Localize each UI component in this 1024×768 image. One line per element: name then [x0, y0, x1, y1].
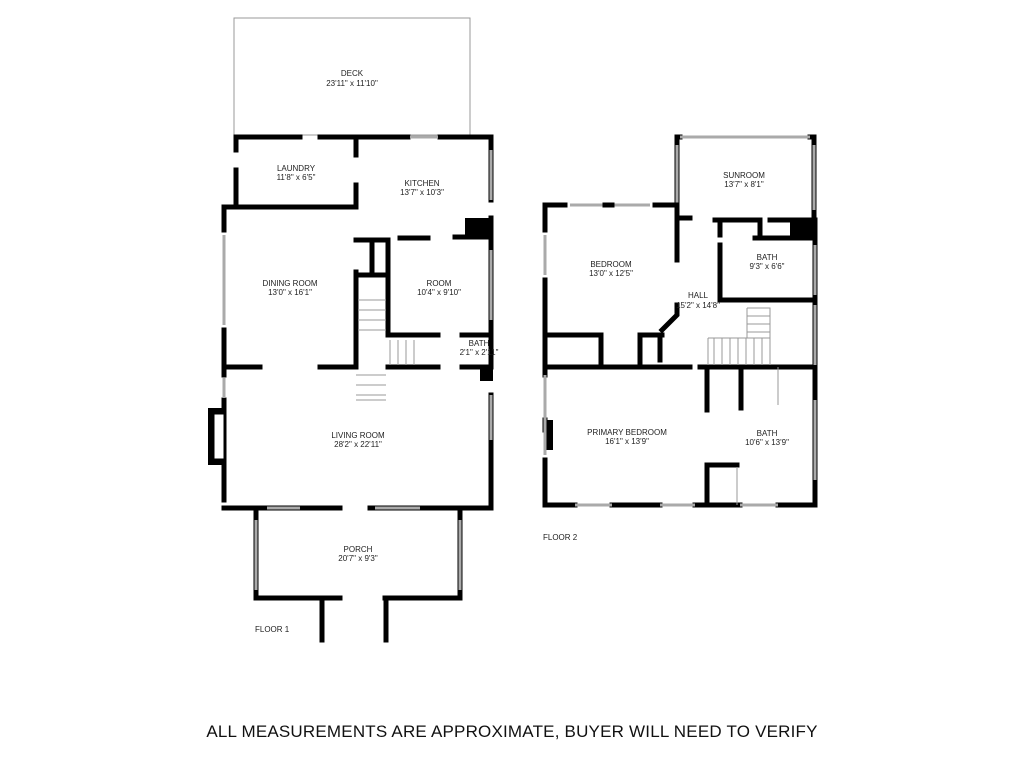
- disclaimer: ALL MEASUREMENTS ARE APPROXIMATE, BUYER …: [206, 722, 818, 741]
- room-size: 9'3" x 6'6": [750, 262, 785, 271]
- room-size: 20'7" x 9'3": [338, 554, 378, 563]
- room-size: 13'0" x 12'5": [589, 269, 633, 278]
- room-label: SUNROOM: [723, 171, 765, 180]
- room-size: 10'4" x 9'10": [417, 288, 461, 297]
- room-size: 28'2" x 22'11": [334, 440, 382, 449]
- room-size: 13'0" x 16'1": [268, 288, 312, 297]
- room-label: DECK: [341, 69, 364, 78]
- room-label: DINING ROOM: [262, 279, 317, 288]
- room-label: BEDROOM: [590, 260, 632, 269]
- floor-label: FLOOR 1: [255, 625, 290, 634]
- room-label: PORCH: [344, 545, 373, 554]
- room-size: 23'11" x 11'10": [326, 79, 378, 88]
- room-size: 10'6" x 13'9": [745, 438, 789, 447]
- room-label: ROOM: [427, 279, 452, 288]
- room-label: KITCHEN: [404, 179, 439, 188]
- room-label: BATH: [469, 339, 490, 348]
- floor-2-plan: SUNROOM 13'7" x 8'1" BEDROOM 13'0" x 12'…: [542, 134, 818, 542]
- room-label: LAUNDRY: [277, 164, 316, 173]
- room-label: HALL: [688, 291, 709, 300]
- room-size: 11'8" x 6'5": [277, 173, 316, 182]
- room-size: 16'1" x 13'9": [605, 437, 649, 446]
- floor-label: FLOOR 2: [543, 533, 578, 542]
- room-label: BATH: [757, 429, 778, 438]
- room-label: BATH: [757, 253, 778, 262]
- room-size: 15'2" x 14'8": [676, 301, 720, 310]
- room-size: 2'1" x 2'11": [460, 348, 499, 357]
- room-label: LIVING ROOM: [331, 431, 385, 440]
- room-size: 13'7" x 10'3": [400, 188, 444, 197]
- floor-1-plan: DECK 23'11" x 11'10" LAUNDRY 11'8" x 6'5…: [208, 17, 499, 643]
- room-label: PRIMARY BEDROOM: [587, 428, 667, 437]
- room-size: 13'7" x 8'1": [724, 180, 764, 189]
